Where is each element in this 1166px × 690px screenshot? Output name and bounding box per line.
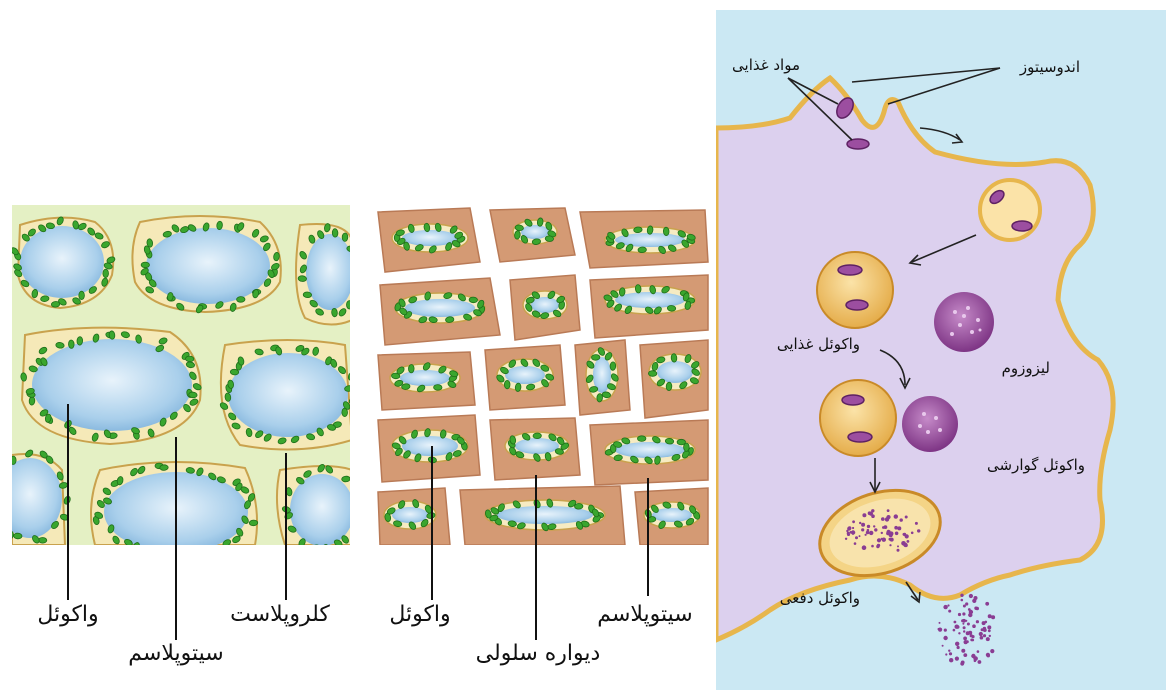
label-endocytosis: اندوسیتوز (1019, 58, 1080, 76)
label-food: مواد غذایی (732, 56, 800, 74)
label-food-vacuole: واکوئل غذایی (777, 335, 860, 353)
label-cell-wall: دیواره سلولی (476, 641, 601, 666)
plant-cells-panel (0, 205, 361, 563)
label-lysosome: لیزوزوم (1002, 359, 1050, 377)
label-vacuole-middle: واکوئل (389, 602, 450, 627)
food-vacuole-icon (817, 252, 893, 328)
label-digestive-vacuole: واکوئل گوارشی (987, 456, 1085, 474)
label-cytoplasm-left: سیتوپلاسم (128, 641, 223, 666)
label-excretory-vacuole: واکوئل دفعی (780, 589, 860, 607)
label-chloroplast: کلروپلاست (230, 602, 330, 627)
lysosome-icon (934, 292, 994, 352)
label-cytoplasm-middle: سیتوپلاسم (597, 602, 692, 627)
plasmolyzed-cells-panel (373, 205, 712, 545)
label-vacuole-left: واکوئل (37, 602, 98, 627)
engulfing-vesicle (980, 180, 1040, 240)
